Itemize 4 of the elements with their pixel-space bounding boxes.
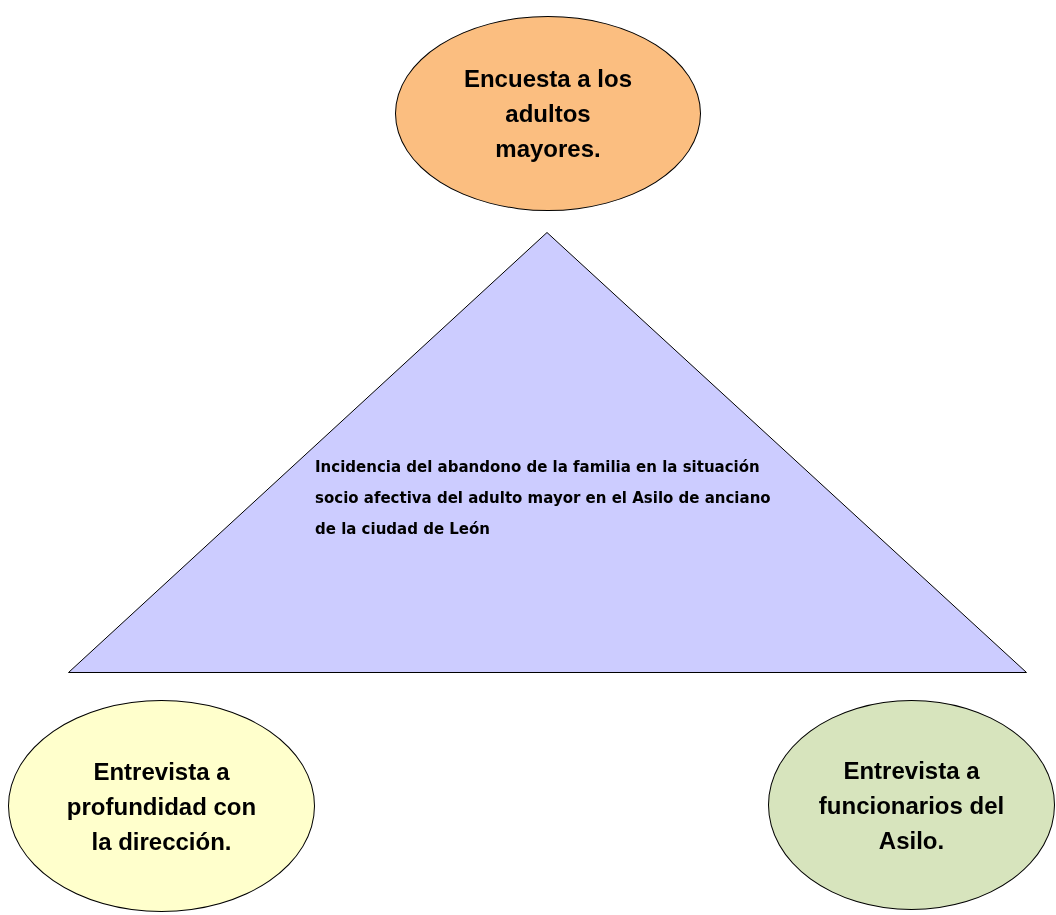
node-label: Entrevista a funcionarios del Asilo.: [817, 755, 1006, 856]
node-label: Encuesta a los adultos mayores.: [462, 64, 634, 164]
node-label: Incidencia del abandono de la familia en la situación socio afectiva del adulto mayor en el Asilo de anciano de la ciudad de León: [315, 457, 772, 540]
node-label: Entrevista a profundidad con la dirección.: [66, 756, 257, 857]
